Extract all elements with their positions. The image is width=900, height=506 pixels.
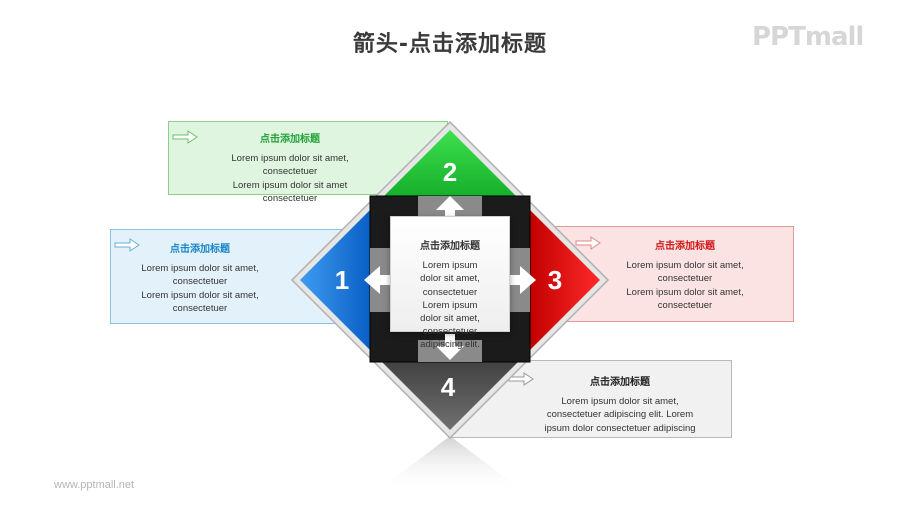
text-box-1-line: Lorem ipsum dolor sit amet, — [141, 262, 259, 274]
arrow-right-icon — [114, 238, 140, 252]
diagram-reflection — [376, 436, 524, 492]
text-box-2-line: consectetuer — [262, 193, 318, 204]
text-box-2-line: Lorem ipsum dolor sit amet, — [231, 152, 349, 164]
text-box-4-line: ipsum dolor consectetuer adipiscing — [544, 422, 696, 434]
arrow-left-icon — [364, 266, 394, 294]
text-box-3-line: consectetuer — [657, 273, 713, 284]
text-box-2-content: 点击添加标题 Lorem ipsum dolor sit amet, conse… — [200, 133, 380, 206]
arrow-right-icon — [506, 266, 536, 294]
step-number-1: 1 — [334, 265, 350, 295]
arrow-1-shape — [300, 210, 370, 350]
arrow-up-icon — [436, 196, 464, 222]
arrow-right-icon — [172, 130, 198, 144]
arrow-right-icon — [508, 372, 534, 386]
center-title: 点击添加标题 — [420, 241, 480, 252]
step-number-2: 2 — [442, 157, 458, 187]
text-box-4-line: consectetuer adipiscing elit. Lorem — [546, 409, 694, 420]
text-box-1-line: Lorem ipsum dolor sit amet, — [141, 289, 259, 301]
page-title: 箭头-点击添加标题 — [352, 32, 548, 57]
center-line: dolor sit amet, — [420, 273, 480, 285]
text-box-1-title: 点击添加标题 — [170, 244, 230, 255]
arrow-4-shape — [370, 350, 530, 430]
text-box-4-line: Lorem ipsum dolor sit amet, — [561, 395, 679, 407]
text-box-2-line: Lorem ipsum dolor sit amet — [232, 179, 348, 191]
text-box-3-title: 点击添加标题 — [655, 241, 715, 252]
arrow-2-shape — [370, 130, 530, 210]
arrow-right-icon — [575, 236, 601, 250]
text-box-4-content: 点击添加标题 Lorem ipsum dolor sit amet, conse… — [530, 376, 710, 435]
text-box-3-content: 点击添加标题 Lorem ipsum dolor sit amet, conse… — [610, 240, 760, 313]
pptmall-logo: PPTmall — [752, 22, 864, 52]
center-panel-content: 点击添加标题 Lorem ipsum dolor sit amet, conse… — [390, 240, 510, 352]
text-box-1-line: consectetuer — [172, 303, 228, 314]
center-line: consectetuer — [422, 326, 478, 338]
text-box-1-content: 点击添加标题 Lorem ipsum dolor sit amet, conse… — [125, 243, 275, 316]
text-box-3-line: consectetuer — [657, 300, 713, 311]
text-box-2-title: 点击添加标题 — [260, 134, 320, 145]
text-box-3-line: Lorem ipsum dolor sit amet, — [626, 286, 744, 298]
text-box-3-line: Lorem ipsum dolor sit amet, — [626, 259, 744, 271]
step-number-4: 4 — [440, 372, 456, 402]
center-line: Lorem ipsum — [422, 260, 478, 272]
site-url: www.pptmall.net — [54, 479, 135, 491]
text-box-1-line: consectetuer — [172, 276, 228, 287]
step-number-3: 3 — [547, 265, 563, 295]
center-panel — [390, 216, 510, 332]
arrow-down-icon — [436, 334, 464, 360]
center-line: dolor sit amet, — [420, 313, 480, 325]
text-box-2-line: consectetuer — [262, 166, 318, 177]
center-line: Lorem ipsum — [422, 299, 478, 311]
text-box-4-title: 点击添加标题 — [590, 377, 650, 388]
arrow-3-shape — [530, 210, 600, 350]
center-line: adipiscing elit. — [420, 339, 480, 351]
center-line: consectetuer — [422, 286, 478, 298]
